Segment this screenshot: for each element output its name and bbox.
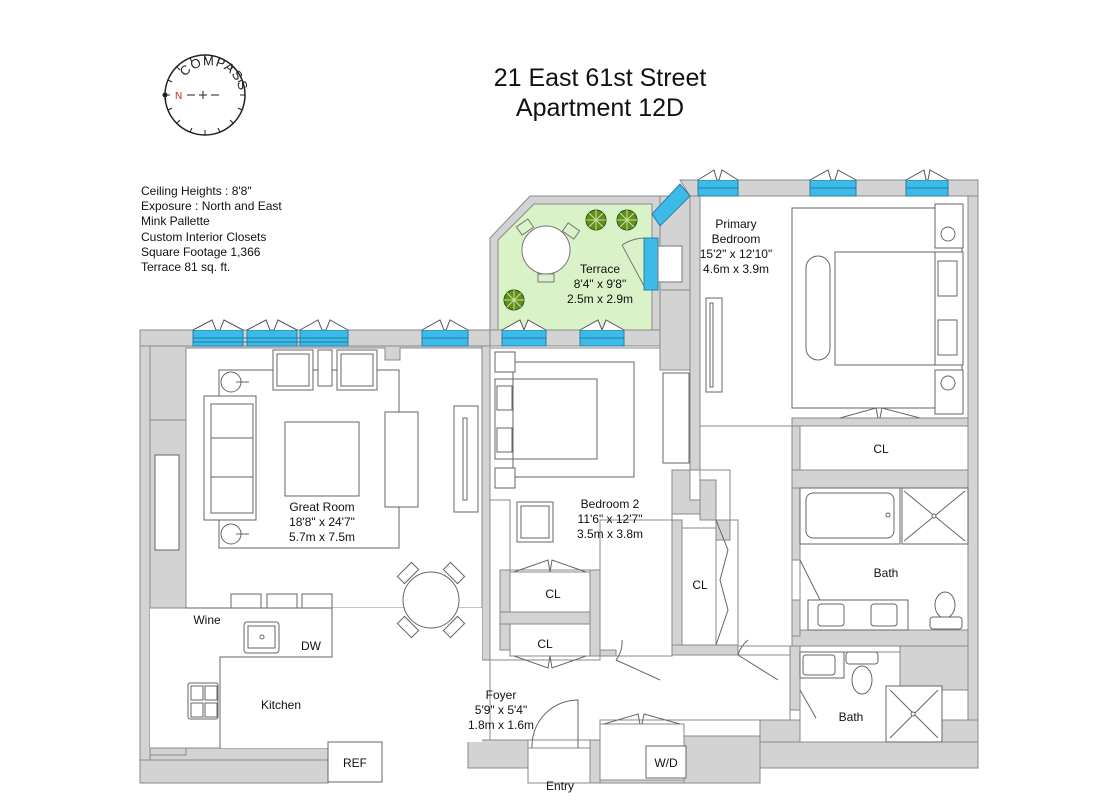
foyer-floor	[489, 654, 791, 741]
room-name-line2: Bedroom	[711, 232, 761, 246]
room-label-terrace: Terrace 8'4" x 9'8" 2.5m x 2.9m	[567, 262, 633, 307]
room-name: Terrace	[579, 262, 620, 276]
closet-label-primary: CL	[873, 442, 889, 456]
note-ceiling: Ceiling Heights : 8'8"	[141, 184, 252, 198]
note-palette: Mink Pallette	[141, 214, 210, 229]
closet-label-hall: CL	[692, 578, 708, 592]
fixture-label-washer-dryer: W/D	[654, 756, 678, 770]
note-exposure: Exposure : North and East	[141, 199, 282, 214]
bedroom-2-furniture	[494, 351, 690, 543]
compass-north-marker: N	[175, 91, 182, 102]
room-dimensions-metric: 2.5m x 2.9m	[566, 292, 634, 306]
note-closets: Custom Interior Closets	[141, 229, 267, 244]
compass-icon: N COMPASS	[162, 53, 250, 136]
room-label-second-bath: Bath	[838, 710, 864, 724]
room-label-kitchen: Kitchen	[260, 698, 302, 712]
primary-closet-floor	[799, 425, 969, 471]
doors	[513, 407, 921, 749]
closet-label-bedroom-2-upper: CL	[545, 587, 561, 601]
room-name: Great Room	[289, 500, 355, 514]
property-notes: Ceiling Heights : 8'8" Exposure : North …	[141, 184, 282, 275]
closet-label-bedroom-2-lower: CL	[537, 637, 553, 651]
room-dimensions-imperial: 18'8" x 24'7"	[289, 515, 355, 529]
room-name: Bedroom 2	[580, 497, 640, 511]
great-room-furniture	[154, 349, 479, 639]
unit-title: Apartment 12D	[515, 94, 685, 122]
fixture-label-dishwasher: DW	[301, 639, 321, 653]
room-name: Foyer	[485, 688, 517, 702]
window-casements	[192, 169, 949, 331]
room-label-bedroom-2: Bedroom 2 11'6" x 12'7" 3.5m x 3.8m	[577, 497, 643, 542]
room-label-foyer: Foyer 5'9" x 5'4" 1.8m x 1.6m	[468, 688, 534, 733]
fixture-label-wine: Wine	[193, 613, 221, 627]
bath-fixtures	[645, 487, 969, 779]
room-dimensions-metric: 3.5m x 3.8m	[576, 527, 644, 541]
room-label-great-room: Great Room 18'8" x 24'7" 5.7m x 7.5m	[289, 500, 355, 545]
address-title: 21 East 61st Street	[493, 64, 707, 92]
room-name: Primary	[715, 217, 757, 231]
entry-label: Entry	[545, 779, 575, 793]
terrace	[489, 195, 683, 331]
room-dimensions-metric: 1.8m x 1.6m	[467, 718, 535, 732]
room-dimensions-imperial: 5'9" x 5'4"	[474, 703, 528, 717]
note-terrace: Terrace 81 sq. ft.	[141, 260, 231, 275]
room-label-primary-bath: Bath	[873, 566, 899, 580]
room-dimensions-metric: 4.6m x 3.9m	[702, 262, 770, 276]
room-dimensions-metric: 5.7m x 7.5m	[288, 530, 356, 544]
primary-bedroom-furniture	[705, 203, 964, 415]
kitchen-fixtures	[186, 593, 383, 783]
room-dimensions-imperial: 15'2" x 12'10"	[699, 247, 773, 261]
room-dimensions-imperial: 11'6" x 12'7"	[577, 512, 643, 526]
fixture-label-refrigerator: REF	[343, 756, 367, 770]
room-label-primary-bedroom: Primary Bedroom 15'2" x 12'10" 4.6m x 3.…	[700, 217, 773, 277]
note-square-footage: Square Footage 1,366	[141, 244, 261, 259]
room-dimensions-imperial: 8'4" x 9'8"	[573, 277, 627, 291]
